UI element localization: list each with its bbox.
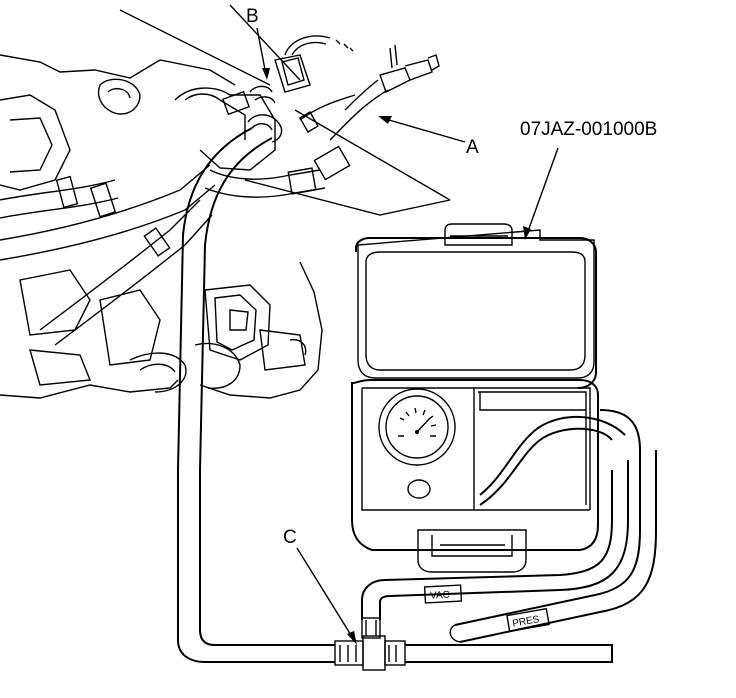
- label-a: A: [466, 137, 479, 158]
- engine-compartment: [0, 4, 451, 399]
- gauge-hoses: VAC PRES: [361, 409, 657, 643]
- vacuum-pressure-gauge-kit: [351, 223, 626, 573]
- pres-hose-mark: PRES: [512, 614, 541, 630]
- vac-hose-mark: VAC: [430, 590, 450, 602]
- label-b: B: [246, 6, 259, 27]
- t-fitting-c: [334, 617, 613, 671]
- label-part-number: 07JAZ-001000B: [520, 119, 657, 140]
- callouts: [256, 27, 559, 645]
- label-c: C: [283, 527, 297, 548]
- test-hose-b-to-c: [177, 114, 335, 663]
